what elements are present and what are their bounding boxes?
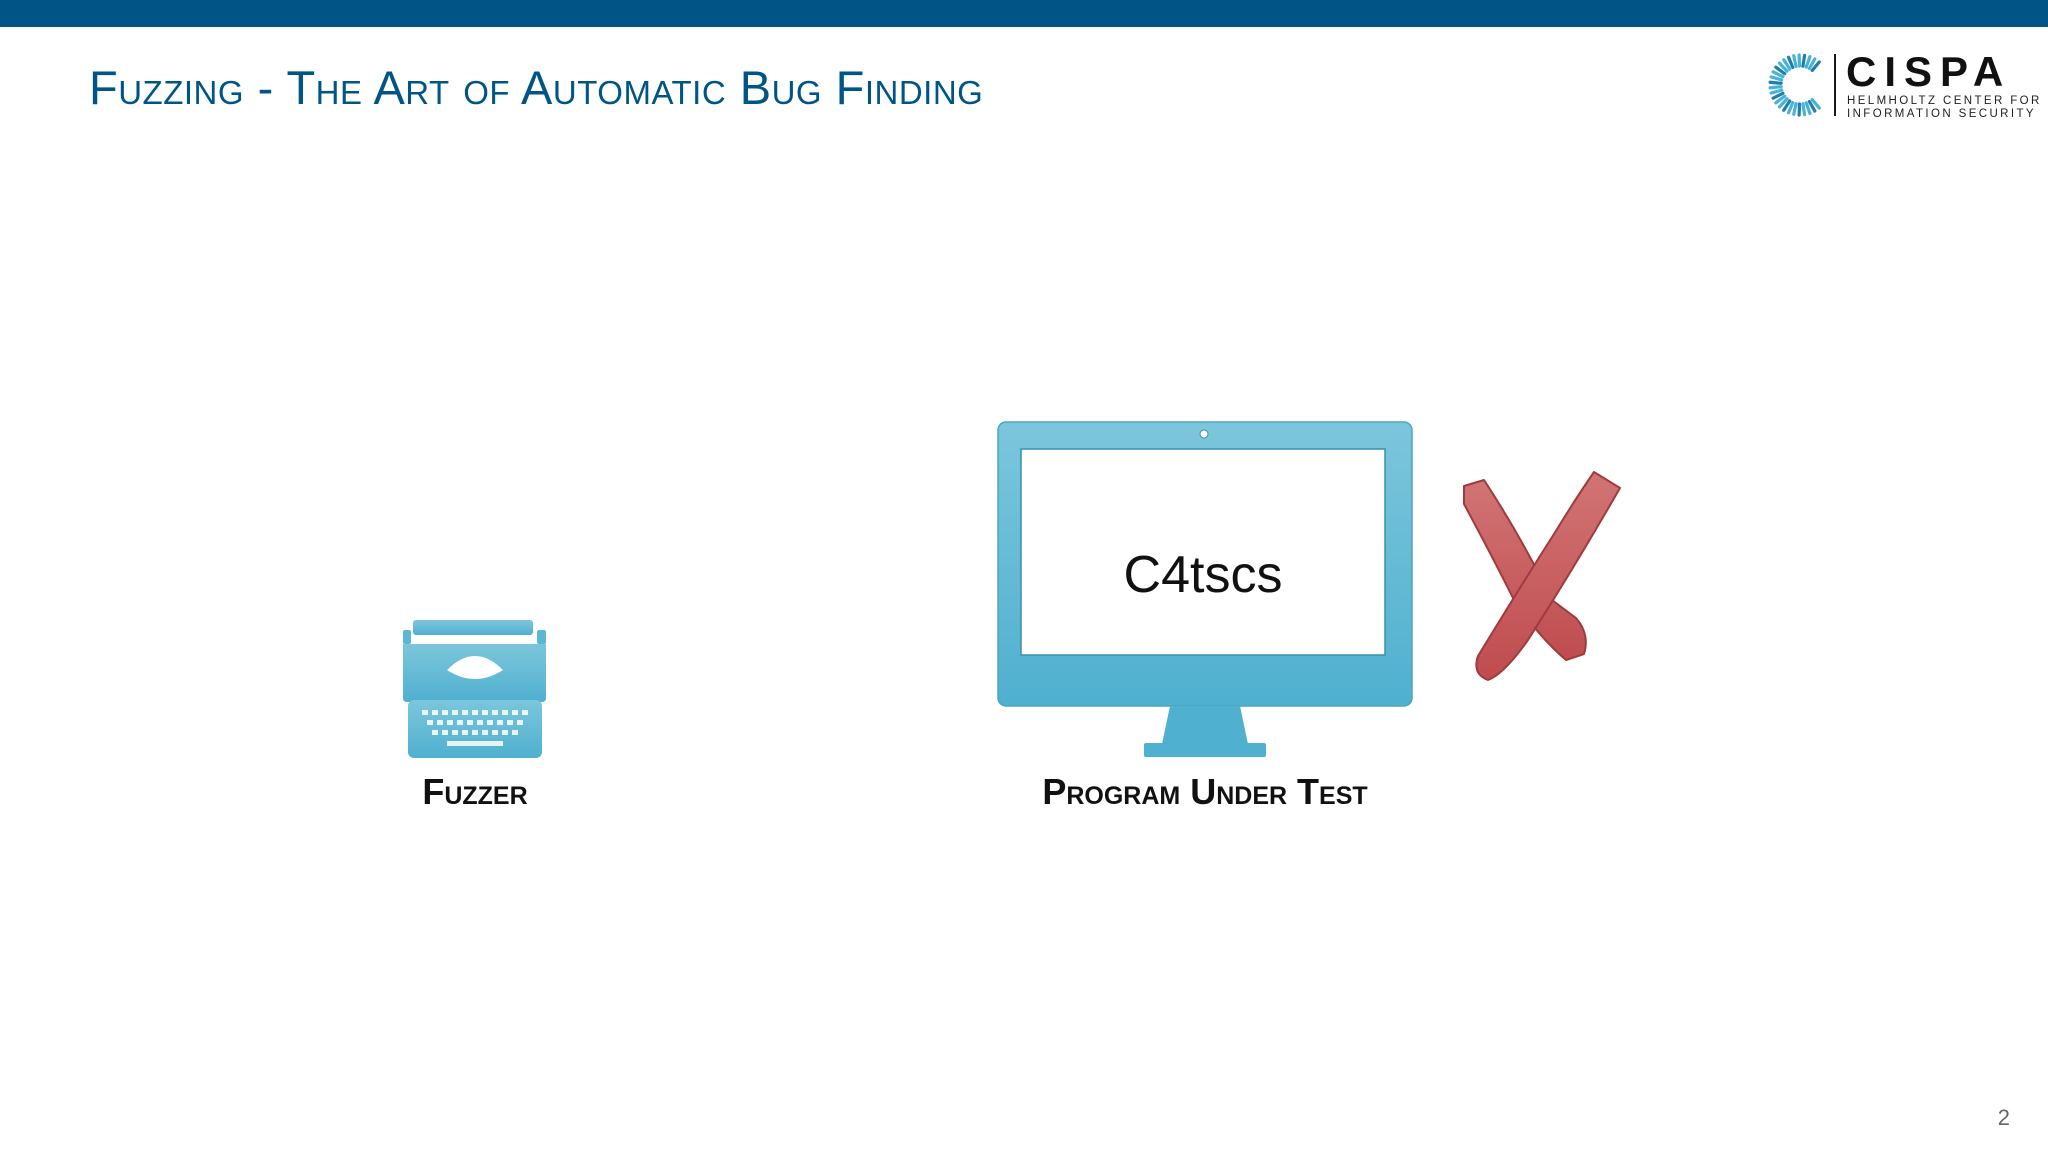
program-under-test-label: Program Under Test — [1042, 771, 1368, 812]
logo-mark-segment — [1768, 85, 1783, 90]
logo-mark-segment — [1807, 57, 1817, 71]
logo-mark-segment — [1804, 55, 1812, 69]
logo-mark-segment — [1769, 88, 1784, 95]
logo-subtitle-line1: HELMHOLTZ CENTER FOR — [1847, 95, 2042, 107]
logo-mark-segment — [1771, 70, 1785, 79]
logo-mark-segment — [1810, 97, 1821, 110]
typewriter-icon — [403, 620, 546, 758]
logo-divider — [1834, 54, 1836, 116]
screen-text: C4tscs — [1123, 546, 1283, 604]
logo-subtitle-line2: INFORMATION SECURITY — [1847, 108, 2036, 120]
top-bar — [0, 0, 2048, 27]
logo-mark-segment — [1804, 101, 1812, 115]
logo-name: CISPA — [1846, 48, 2012, 95]
logo-mark-segment — [1768, 80, 1783, 85]
fuzzer-label: Fuzzer — [422, 771, 528, 812]
logo-mark-segment — [1777, 61, 1789, 73]
cispa-logo-mark-icon — [1768, 53, 1821, 117]
logo-mark-segment — [1769, 75, 1784, 82]
logo-mark-segment — [1777, 97, 1789, 109]
logo-mark-segment — [1786, 55, 1795, 70]
logo-mark-segment — [1801, 102, 1807, 117]
logo-mark-segment — [1786, 100, 1795, 115]
logo-mark-segment — [1782, 58, 1792, 71]
logo-mark-segment — [1782, 99, 1792, 112]
logo-mark-segment — [1792, 54, 1798, 69]
logo-mark-segment — [1801, 53, 1807, 68]
page-number: 2 — [1997, 1105, 2010, 1130]
logo-mark-segment — [1792, 101, 1798, 116]
logo-mark-segment — [1771, 91, 1785, 100]
logo-mark-segment — [1810, 60, 1821, 73]
red-cross-icon — [1463, 471, 1621, 681]
logo-mark-segment — [1774, 94, 1787, 105]
cispa-logo: CISPA HELMHOLTZ CENTER FOR INFORMATION S… — [1768, 48, 2039, 122]
logo-mark-segment — [1774, 65, 1787, 76]
monitor-icon — [997, 421, 1413, 757]
logo-mark-segment — [1807, 99, 1817, 113]
slide-title: Fuzzing - The Art of Automatic Bug Findi… — [89, 61, 984, 114]
